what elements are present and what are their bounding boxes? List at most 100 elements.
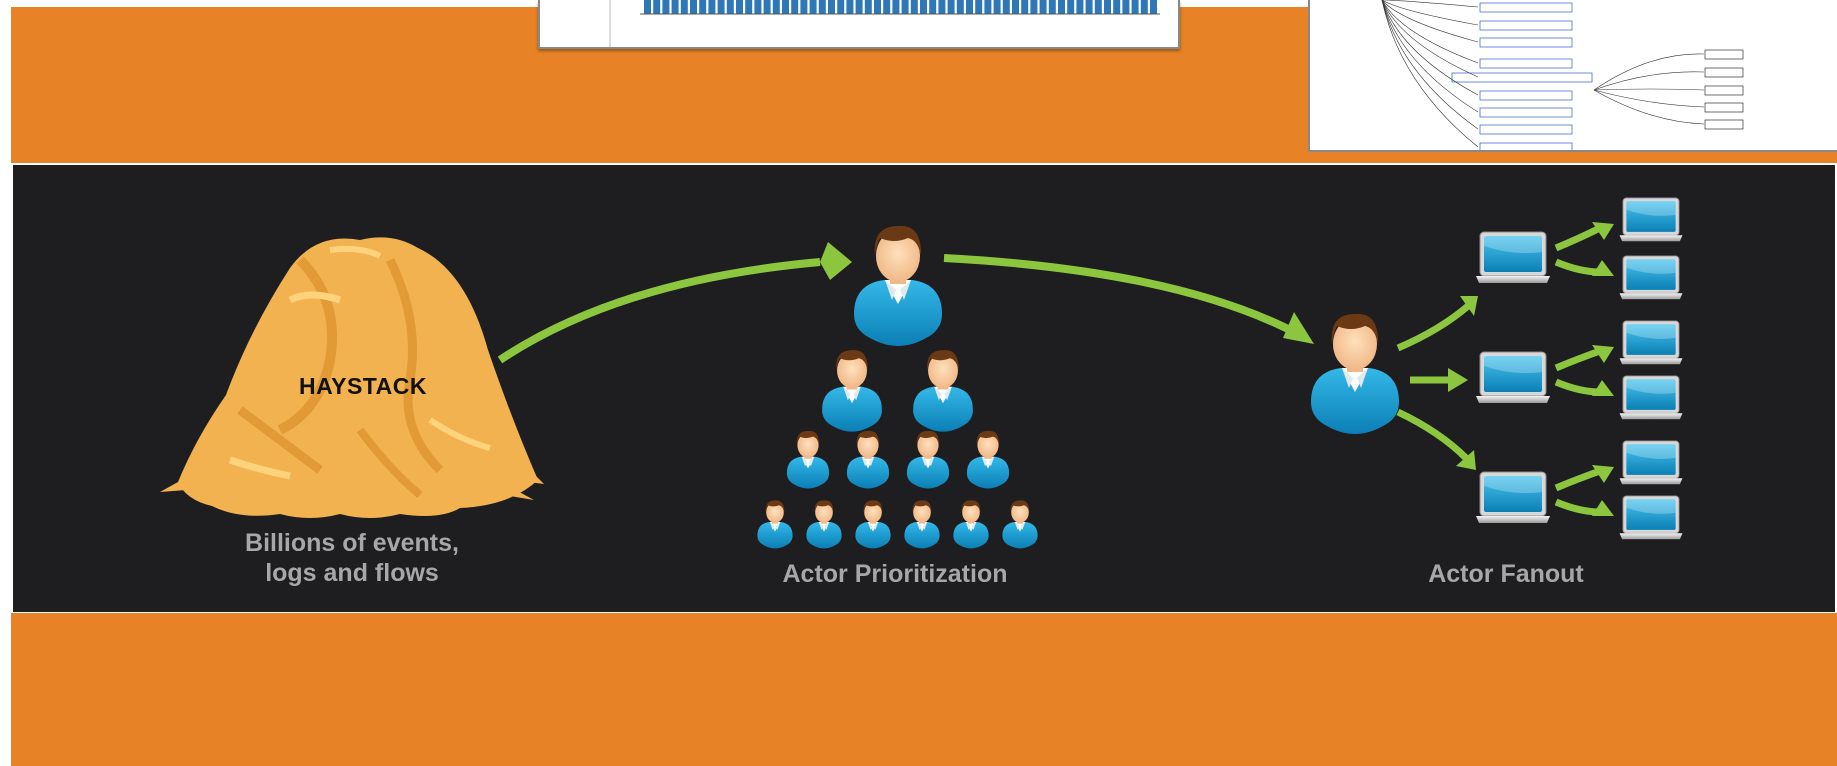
person-icon [786,430,830,489]
person-icon [966,430,1010,489]
graph-node [1479,2,1573,13]
haystack-label: HAYSTACK [299,373,427,399]
thumb-bar [929,0,937,14]
person-icon [1311,313,1399,434]
thumb-bar [736,0,743,14]
thumb-bar [837,0,845,14]
person-icon [913,350,973,432]
arrow-icon [1554,498,1601,516]
graph-node [1479,90,1573,101]
thumb-bar [1094,0,1102,14]
thumb-bar [690,0,697,14]
thumb-bar [956,0,964,14]
thumb-bar [818,0,826,14]
graph-edge [1593,89,1705,125]
bar-chart-thumbnail [609,0,1160,47]
arrow-icon [943,254,1292,334]
arrow-head [1592,345,1614,363]
actor-fanout [1311,197,1683,540]
arrow-head [1592,465,1614,483]
caption-haystack: Billions of events, logs and flows [212,528,492,588]
thumb-bar [1104,0,1111,14]
thumb-bar [846,0,854,14]
thumb-bar [662,0,670,14]
laptop-icon [1475,351,1551,404]
thumb-bar [809,0,817,14]
graph-edge [1381,0,1479,113]
thumb-bar [745,0,753,14]
arrow-icon [1554,258,1601,276]
person-icon [846,430,890,489]
caption-actor-prioritization: Actor Prioritization [782,560,1008,588]
graph-leaf-node [1704,85,1744,96]
person-icon [806,500,842,549]
thumb-bar [1030,0,1038,14]
person-icon [906,430,950,489]
caption-haystack-line1: Billions of events, [245,529,459,557]
arrow-icon [1554,378,1601,396]
thumb-bar [864,0,872,14]
person-icon [855,500,891,549]
thumb-bar [1076,0,1084,14]
arrow-icon [1396,408,1469,461]
thumb-bar [1039,0,1047,14]
laptop-icon [1619,255,1683,300]
graph-edge [1381,0,1479,26]
thumb-bar [1131,0,1139,14]
caption-actor-fanout: Actor Fanout [1428,560,1584,588]
arrow-icon [497,258,821,364]
thumb-bar [993,0,1001,14]
laptop-icon [1619,375,1683,420]
arrow-head [1592,500,1614,516]
graph-node [1479,37,1573,48]
graph-edge [1593,88,1705,91]
graph-edge [1381,0,1479,96]
chart-thumbnail [538,0,1180,49]
person-icon [854,225,942,346]
graph-leaf-node [1704,119,1744,130]
person-icon [822,350,882,432]
arrow-icon [1554,467,1602,492]
orange-band-bottom [11,613,1837,766]
graph-edge [1593,71,1705,91]
thumb-bar [772,0,780,14]
thumb-bar [763,0,771,14]
laptop-icon [1619,440,1683,485]
thumb-bar [892,0,900,14]
arrow-head [1460,296,1478,316]
graph-edge [1381,0,1479,43]
laptop-icon [1475,231,1551,284]
thumb-bar [1150,0,1157,14]
thumb-bar [1048,0,1056,14]
thumb-bar [717,0,725,14]
arrow-head [1592,260,1614,276]
thumb-bar [966,0,973,14]
person-icon [953,500,989,549]
thumb-bar [920,0,927,14]
thumb-bar [644,0,651,14]
graph-leaf-node [1704,49,1744,60]
graph-edge [1381,0,1479,8]
thumb-bar [1140,0,1148,14]
thumb-bar [975,0,983,14]
graph-leaf-node [1704,67,1744,78]
thumb-bar [984,0,992,14]
flow-arrows [497,242,1314,364]
thumb-bar [828,0,835,14]
thumb-bar [938,0,946,14]
thumb-bar [1122,0,1130,14]
graph-node [1451,72,1593,83]
graph-edge [1593,53,1705,91]
graph-edge [1381,0,1479,64]
graph-node [1479,107,1573,118]
arrow-head [1448,368,1468,392]
thumb-bar [883,0,891,14]
person-icon [757,500,793,549]
thumb-bar [1085,0,1093,14]
thumb-bar [791,0,799,14]
thumb-bar [708,0,716,14]
thumb-bar [901,0,909,14]
thumb-bar [699,0,707,14]
thumb-bar [1012,0,1019,14]
